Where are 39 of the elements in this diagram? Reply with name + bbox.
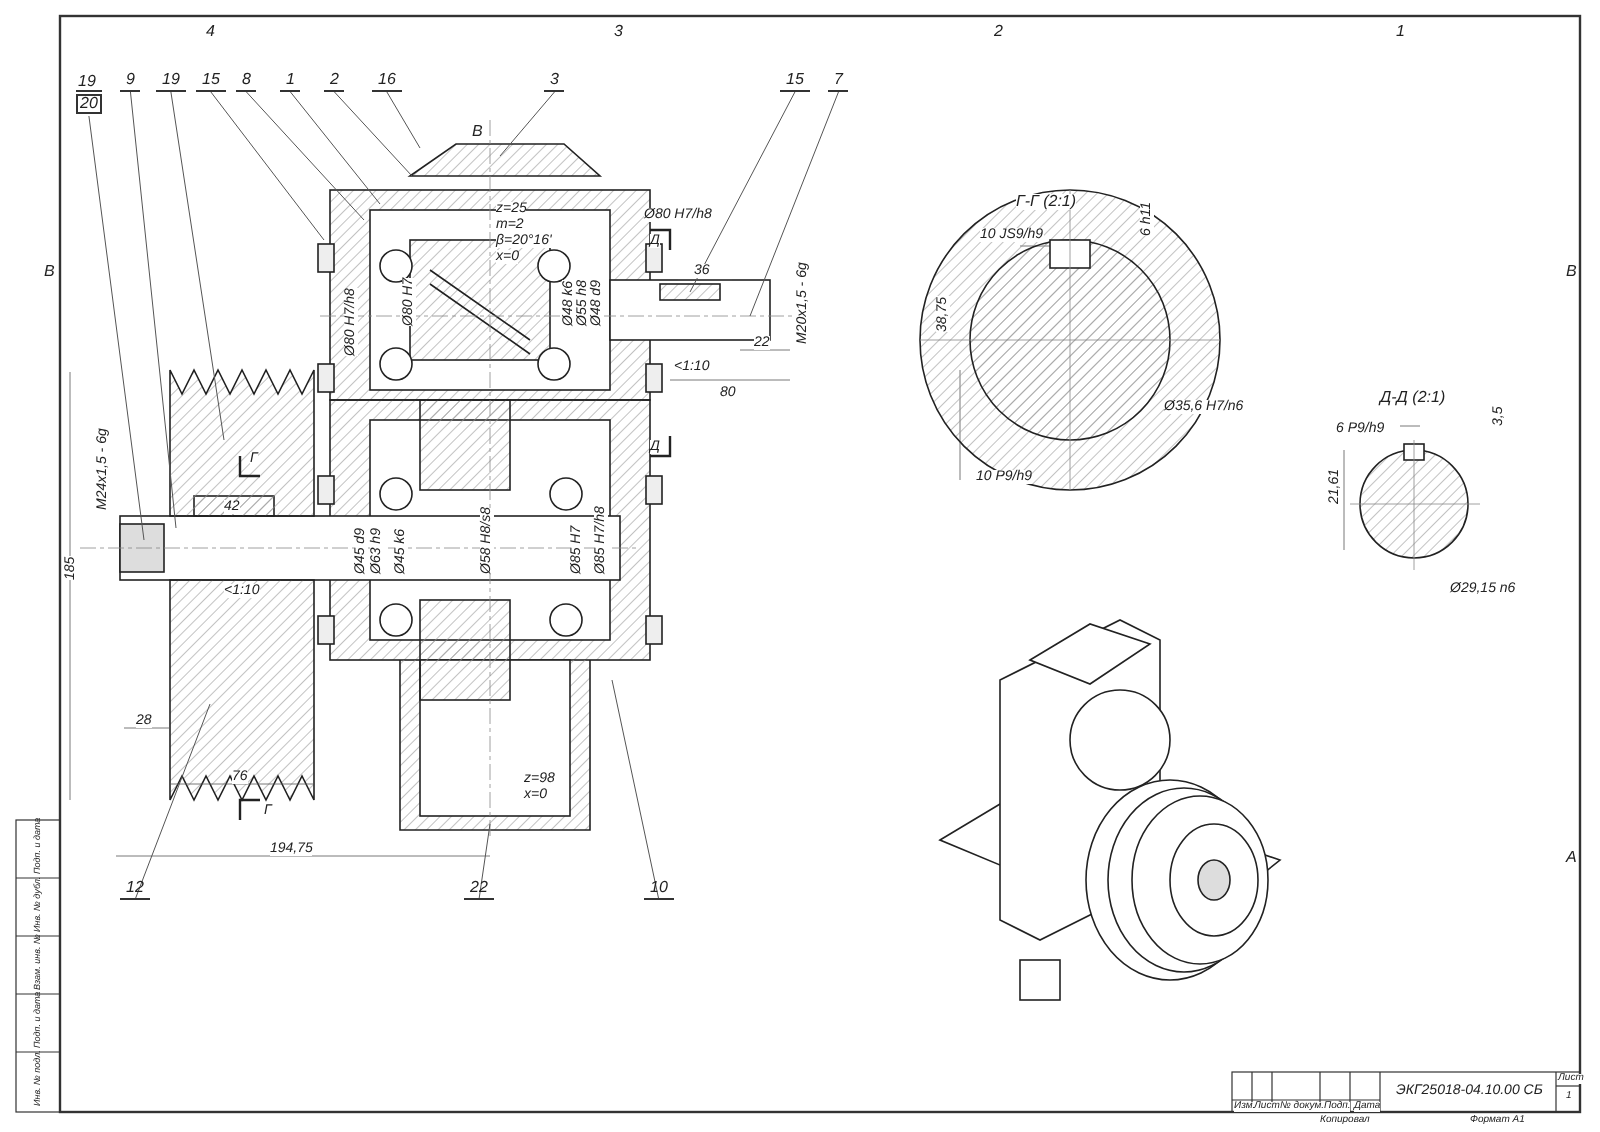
- callout-number: 2: [324, 72, 345, 92]
- callout-number: 3: [544, 72, 565, 92]
- leader-line: [170, 91, 225, 441]
- leader-line: [88, 115, 145, 541]
- zone-number: 1: [1396, 24, 1405, 40]
- callout-number: 19: [156, 72, 186, 92]
- leader-line: [129, 91, 177, 529]
- view-title: Г-Г (2:1): [1016, 194, 1077, 210]
- zone-number: 3: [614, 24, 623, 40]
- callout-number: 10: [644, 880, 674, 900]
- callout-number: 7: [828, 72, 849, 92]
- leader-line: [333, 91, 413, 177]
- leader-line: [499, 91, 555, 157]
- view-label: В: [472, 124, 483, 140]
- callout-number: 19: [76, 74, 102, 92]
- leader-line: [689, 91, 796, 293]
- leader-line: [134, 703, 211, 901]
- leader-line: [478, 823, 491, 901]
- zone-letter: А: [1566, 850, 1577, 866]
- leader-line: [611, 679, 660, 901]
- leader-line: [289, 91, 381, 205]
- zone-number: 2: [994, 24, 1003, 40]
- callout-number: 1: [280, 72, 301, 92]
- callout-number: 16: [372, 72, 402, 92]
- zone-number: 4: [206, 24, 215, 40]
- callout-number: 12: [120, 880, 150, 900]
- leader-line: [386, 91, 421, 149]
- callout-number: 9: [120, 72, 141, 92]
- leader-line: [245, 91, 365, 221]
- view-title: Д-Д (2:1): [1380, 390, 1446, 406]
- leader-line: [749, 91, 839, 317]
- callout-number: 22: [464, 880, 494, 900]
- callout-number: 20: [76, 94, 102, 114]
- callout-number: 15: [780, 72, 810, 92]
- callout-number: 15: [196, 72, 226, 92]
- zone-letter: В: [44, 264, 55, 280]
- zone-letter: В: [1566, 264, 1577, 280]
- callout-number: 8: [236, 72, 257, 92]
- leader-line: [210, 91, 325, 241]
